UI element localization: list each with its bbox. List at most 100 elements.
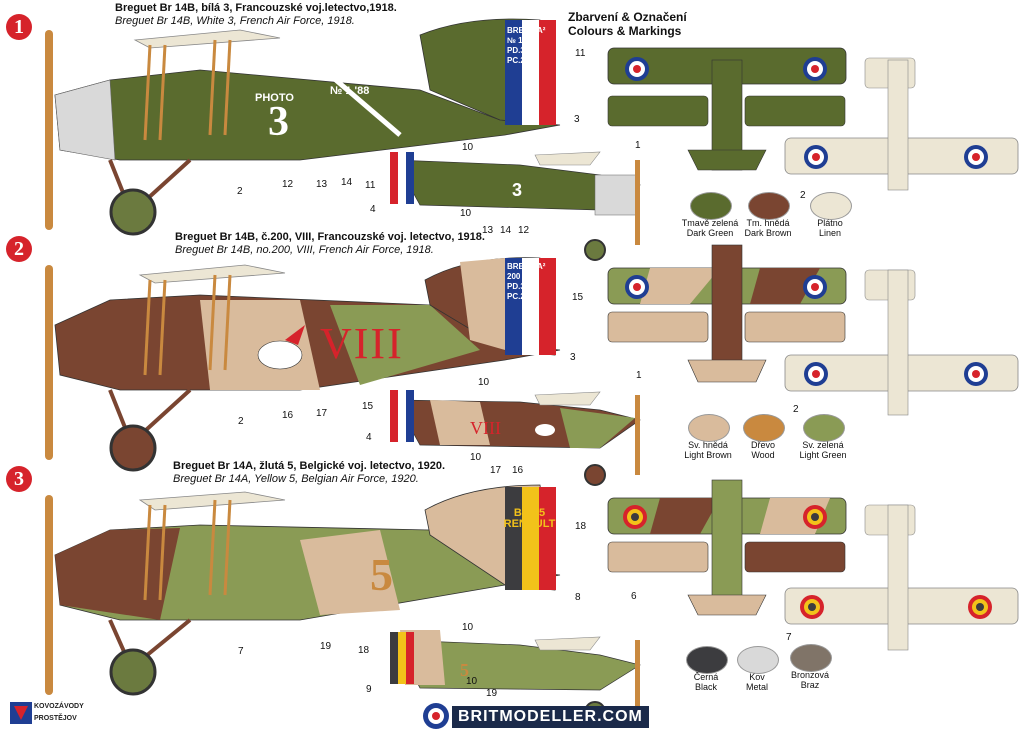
- callout: 12: [518, 225, 530, 236]
- callout: 17: [316, 408, 328, 419]
- scheme3-title: Breguet Br 14A, žlutá 5, Belgické voj. l…: [173, 460, 445, 486]
- scheme3-small-code: 5: [460, 660, 469, 680]
- callout: 2: [237, 186, 243, 197]
- swatch-wood: [743, 414, 785, 442]
- scheme2-rudder-text: BRE 14 A² 200 PD.310 PC.210: [507, 262, 552, 302]
- scheme1-side-view: [45, 18, 561, 236]
- scheme2-top-view: [607, 244, 1019, 416]
- callout: 14: [500, 225, 512, 236]
- swatch-dark-green: [690, 192, 732, 220]
- callout: 16: [512, 465, 524, 476]
- callout: 15: [572, 292, 584, 303]
- scheme3-side-view: [45, 484, 561, 696]
- britmodeller-watermark: BRITMODELLER.COM: [452, 706, 649, 728]
- scheme1-serial: № 1 '88: [330, 85, 370, 97]
- scheme1-title-en: Breguet Br 14B, White 3, French Air Forc…: [115, 15, 355, 27]
- callout: 19: [320, 641, 332, 652]
- kovozavody-logo-mark: [10, 702, 32, 724]
- callout: 17: [490, 465, 502, 476]
- scheme3-code: 5: [370, 549, 393, 600]
- scheme-number-2: 2: [6, 236, 32, 262]
- callout: 3: [574, 114, 580, 125]
- callout: 13: [316, 179, 328, 190]
- rudder-line: PD.310: [507, 46, 534, 55]
- kovozavody-logo-line1: KOVOZÁVODY: [34, 703, 84, 710]
- callout: 13: [482, 225, 494, 236]
- britmodeller-roundel: [423, 703, 449, 729]
- callout: 15: [362, 401, 374, 412]
- callout: 18: [358, 645, 370, 656]
- swatch-bronze: [790, 644, 832, 672]
- callout: 10: [460, 208, 472, 219]
- callout: 2: [800, 190, 806, 201]
- rudder-line: BR 15: [513, 507, 546, 519]
- rudder-line: PC.210: [507, 292, 534, 301]
- rudder-line: PC.210: [507, 56, 534, 65]
- rudder-line: PD.310: [507, 282, 534, 291]
- swatch-linen: [810, 192, 852, 220]
- scheme3-title-en: Breguet Br 14A, Yellow 5, Belgian Air Fo…: [173, 473, 419, 485]
- callout: 4: [366, 432, 372, 443]
- photo-text: PHOTO: [255, 92, 294, 104]
- swatch-dark-brown: [748, 192, 790, 220]
- rudder-line: BRE 14 A²: [507, 26, 546, 35]
- callout: 9: [366, 684, 372, 695]
- scheme3-rudder-text: BR 15 RENAULT: [502, 508, 557, 530]
- scheme1-small-code: 3: [512, 180, 523, 200]
- scheme1-code: 3: [268, 99, 289, 145]
- scheme1-top-view: [607, 47, 1019, 191]
- scheme2-title-cz: Breguet Br 14B, č.200, VIII, Francouzské…: [175, 231, 485, 243]
- scheme2-title: Breguet Br 14B, č.200, VIII, Francouzské…: [175, 231, 485, 257]
- rudder-line: № 1718: [507, 36, 536, 45]
- swatch-light-brown: [688, 414, 730, 442]
- callout: 2: [238, 416, 244, 427]
- callout: 6: [631, 591, 637, 602]
- swatch-metal: [737, 646, 779, 674]
- callout: 14: [341, 177, 353, 188]
- callout: 8: [575, 592, 581, 603]
- scheme3-top-view: [607, 479, 1019, 651]
- callout: 10: [462, 142, 474, 153]
- callout: 16: [282, 410, 294, 421]
- callout: 10: [478, 377, 490, 388]
- callout: 2: [793, 404, 799, 415]
- swatch-light-green: [803, 414, 845, 442]
- scheme2-title-en: Breguet Br 14B, no.200, VIII, French Air…: [175, 244, 434, 256]
- scheme1-small-side: [390, 151, 641, 261]
- scheme1-title: Breguet Br 14B, bílá 3, Francouzské voj.…: [115, 2, 397, 28]
- callout: 1: [636, 370, 642, 381]
- scheme-number-3: 3: [6, 466, 32, 492]
- callout: 11: [575, 48, 586, 59]
- callout: 4: [370, 204, 376, 215]
- scheme1-title-cz: Breguet Br 14B, bílá 3, Francouzské voj.…: [115, 2, 397, 14]
- callout: 7: [786, 632, 792, 643]
- rudder-line: RENAULT: [503, 518, 556, 530]
- callout: 10: [466, 676, 478, 687]
- scheme3-title-cz: Breguet Br 14A, žlutá 5, Belgické voj. l…: [173, 460, 446, 472]
- callout: 10: [462, 622, 474, 633]
- swatch-black: [686, 646, 728, 674]
- rudder-line: BRE 14 A²: [507, 262, 546, 271]
- callout: 7: [238, 646, 244, 657]
- scheme2-small-side: [390, 390, 641, 486]
- callout: 10: [470, 452, 482, 463]
- colours-title-en: Colours & Markings: [568, 24, 682, 38]
- callout: 3: [570, 352, 576, 363]
- colours-title-cz: Zbarvení & Označení: [568, 10, 687, 24]
- callout: 1: [635, 140, 641, 151]
- rudder-line: 200: [507, 272, 521, 281]
- callout: 11: [365, 180, 376, 191]
- scheme-number-1: 1: [6, 14, 32, 40]
- kovozavody-logo-line2: PROSTĚJOV: [34, 715, 77, 722]
- callout: 18: [575, 521, 587, 532]
